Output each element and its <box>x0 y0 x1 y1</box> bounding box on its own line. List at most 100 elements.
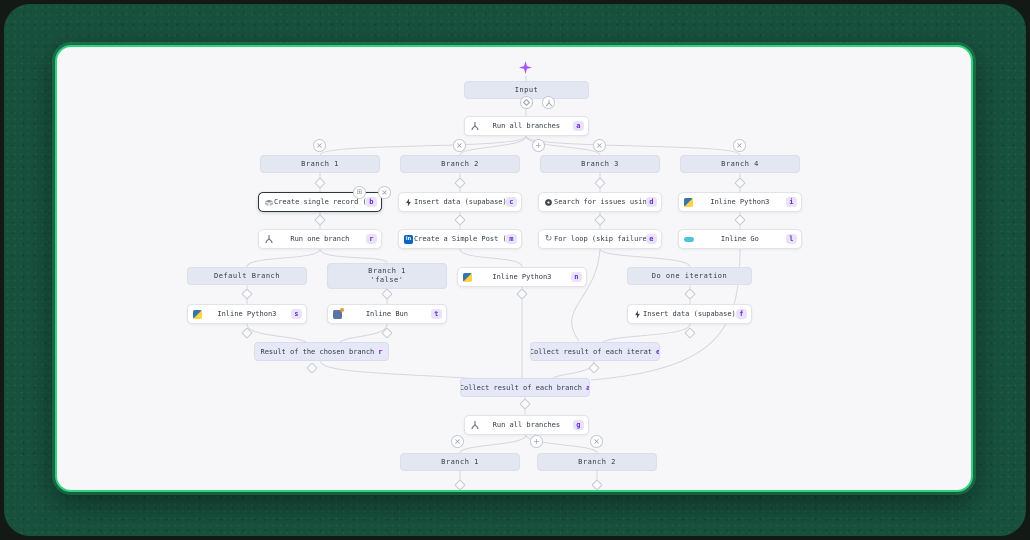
node-run-one-branch[interactable]: Run one branch r <box>258 229 382 249</box>
plus-icon: + <box>533 436 540 446</box>
node-result-of-chosen-branch[interactable]: Result of the chosen branch r <box>254 342 389 361</box>
step-id-badge: a <box>586 383 590 392</box>
python-icon <box>683 197 694 208</box>
step-id-badge: r <box>365 234 377 244</box>
node-for-loop[interactable]: ↻ For loop (skip failures) e <box>538 229 662 249</box>
node-insert-data-supabase-1[interactable]: Insert data (supabase) c <box>398 192 522 212</box>
flow-editor-card: Input Run all branches a × × + × × Branc… <box>55 45 973 492</box>
step-id-badge: b <box>365 197 377 207</box>
node-label: Collect result of each branch <box>460 383 582 392</box>
node-branch-4[interactable]: Branch 4 <box>680 155 800 173</box>
node-search-issues-jql[interactable]: Search for issues using JQL (... d <box>538 192 662 212</box>
node-label: Search for issues using JQL (... <box>554 198 646 206</box>
remove-branch-button[interactable]: × <box>453 139 466 152</box>
node-collect-result-each-branch[interactable]: Collect result of each branch a <box>460 378 590 397</box>
node-input[interactable]: Input <box>464 81 589 99</box>
airtable-icon <box>263 197 274 208</box>
step-id-badge: r <box>378 347 383 356</box>
linkedin-icon: in <box>404 234 413 244</box>
node-run-all-branches-bottom[interactable]: Run all branches g <box>464 415 589 435</box>
jira-icon <box>543 197 554 208</box>
step-id-badge: l <box>785 234 797 244</box>
plus-icon: + <box>535 140 542 150</box>
node-sublabel: 'false' <box>370 276 404 284</box>
close-icon: × <box>593 436 600 446</box>
diamond-plus-icon <box>522 98 531 107</box>
node-collect-result-each-iteration[interactable]: Collect result of each iterat e <box>530 342 660 361</box>
node-inline-bun[interactable]: Inline Bun t <box>327 304 447 324</box>
node-label: Inline Go <box>720 235 759 243</box>
node-label: Result of the chosen branch <box>260 347 375 356</box>
close-icon: × <box>736 140 743 150</box>
python-icon <box>192 309 203 320</box>
supabase-bolt-icon <box>403 197 414 208</box>
node-insert-data-supabase-2[interactable]: Insert data (supabase) f <box>627 304 752 324</box>
node-label: Inline Python3 <box>710 198 770 206</box>
loop-icon: ↻ <box>544 234 553 244</box>
remove-branch-button[interactable]: × <box>733 139 746 152</box>
node-inline-python3-center[interactable]: Inline Python3 n <box>457 267 587 287</box>
delete-node-button[interactable]: × <box>378 186 391 199</box>
fork-icon <box>545 99 552 106</box>
node-branch1-false[interactable]: Branch 1 'false' <box>327 263 447 289</box>
duplicate-icon: ⊞ <box>356 188 363 196</box>
add-step-button[interactable] <box>520 96 533 109</box>
node-label: Default Branch <box>213 272 280 280</box>
remove-branch-button[interactable]: × <box>590 435 603 448</box>
step-id-badge: g <box>572 420 584 430</box>
step-id-badge: t <box>430 309 442 319</box>
step-id-badge: f <box>735 309 747 319</box>
node-create-simple-post-linkedin[interactable]: in Create a Simple Post (User) (... m <box>398 229 522 249</box>
flow-canvas[interactable]: Input Run all branches a × × + × × Branc… <box>57 47 971 490</box>
node-branch-2[interactable]: Branch 2 <box>400 155 520 173</box>
close-icon: × <box>456 140 463 150</box>
step-id-badge: e <box>656 347 660 356</box>
step-id-badge: c <box>505 197 517 207</box>
step-id-badge: i <box>785 197 797 207</box>
node-inline-python3-branch4[interactable]: Inline Python3 i <box>678 192 802 212</box>
remove-branch-button[interactable]: × <box>593 139 606 152</box>
branch-tool-button[interactable] <box>542 96 555 109</box>
sparkle-icon <box>519 61 532 74</box>
close-icon: × <box>381 187 388 197</box>
add-branch-button[interactable]: + <box>532 139 545 152</box>
node-label: Insert data (supabase) <box>643 310 736 318</box>
python-icon <box>462 272 473 283</box>
step-id-badge: a <box>572 121 584 131</box>
flow-trigger-icon[interactable] <box>517 59 534 76</box>
remove-branch-button[interactable]: × <box>451 435 464 448</box>
node-label: Branch 1 <box>441 458 479 466</box>
add-branch-button[interactable]: + <box>530 435 543 448</box>
fork-icon <box>469 121 480 132</box>
close-icon: × <box>454 436 461 446</box>
node-inline-python3-default[interactable]: Inline Python3 s <box>187 304 307 324</box>
node-branch-1[interactable]: Branch 1 <box>260 155 380 173</box>
remove-branch-button[interactable]: × <box>313 139 326 152</box>
close-icon: × <box>596 140 603 150</box>
node-label: Inline Python3 <box>492 273 552 281</box>
node-create-single-record-airtable[interactable]: Create single record (airtable) b <box>258 192 382 212</box>
node-run-all-branches-top[interactable]: Run all branches a <box>464 116 589 136</box>
fork-icon <box>469 420 480 431</box>
node-label: Inline Python3 <box>217 310 277 318</box>
step-id-badge: e <box>645 234 657 244</box>
node-label: Branch 2 <box>441 160 479 168</box>
node-branch-2-bottom[interactable]: Branch 2 <box>537 453 657 471</box>
node-label: Create single record (airtable) <box>274 198 366 206</box>
node-inline-go[interactable]: Inline Go l <box>678 229 802 249</box>
step-id-badge: m <box>505 234 517 244</box>
fork-icon <box>263 234 274 245</box>
node-label: Do one iteration <box>651 272 728 280</box>
node-branch-1-bottom[interactable]: Branch 1 <box>400 453 520 471</box>
node-branch-3[interactable]: Branch 3 <box>540 155 660 173</box>
node-default-branch[interactable]: Default Branch <box>187 267 307 285</box>
close-icon: × <box>316 140 323 150</box>
node-do-one-iteration[interactable]: Do one iteration <box>627 267 752 285</box>
bun-icon <box>332 307 344 320</box>
duplicate-node-button[interactable]: ⊞ <box>353 186 366 199</box>
step-id-badge: d <box>645 197 657 207</box>
step-id-badge: n <box>570 272 582 282</box>
go-icon <box>683 234 694 245</box>
node-label: Branch 1 <box>301 160 339 168</box>
node-label: Branch 3 <box>581 160 619 168</box>
